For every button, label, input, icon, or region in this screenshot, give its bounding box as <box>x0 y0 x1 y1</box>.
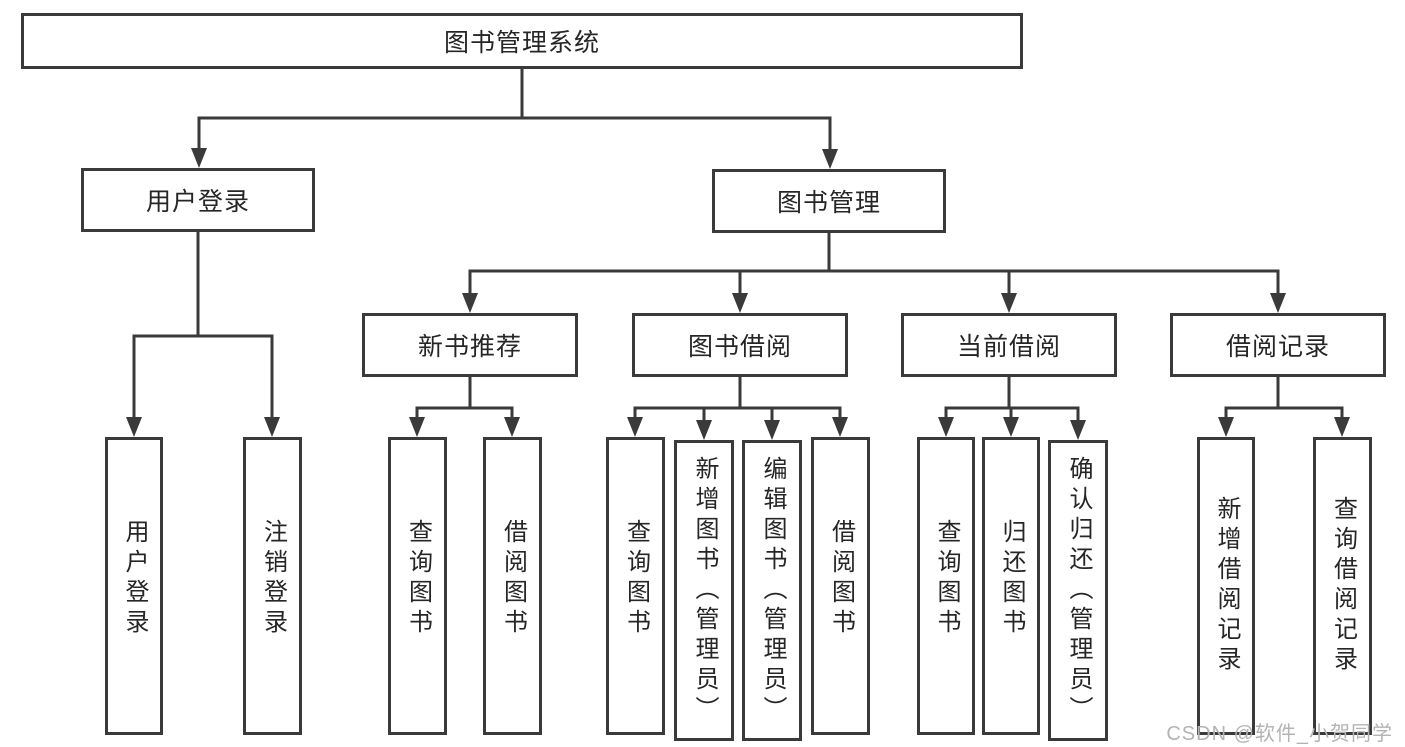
node-leaf-user-login: 用户登录 <box>105 437 163 735</box>
node-query-books-current: 查询图书 <box>917 437 975 735</box>
node-label: 编辑图书（管理员） <box>759 455 786 726</box>
node-label: 用户登录 <box>121 519 148 639</box>
node-label: 借阅记录 <box>1225 333 1330 361</box>
node-label: 图书借阅 <box>687 333 792 361</box>
node-query-books-recommend: 查询图书 <box>388 437 447 735</box>
node-current-borrow: 当前借阅 <box>901 313 1117 377</box>
node-return-books: 归还图书 <box>982 437 1040 735</box>
csdn-watermark: CSDN @软件_小贺同学 <box>1166 723 1393 745</box>
node-leaf-logout: 注销登录 <box>243 437 302 735</box>
node-label: 图书管理系统 <box>443 29 600 57</box>
node-label: 归还图书 <box>998 519 1025 639</box>
node-label: 借阅图书 <box>827 519 855 639</box>
node-new-book-recommend: 新书推荐 <box>362 313 578 377</box>
node-query-books-borrow: 查询图书 <box>606 437 665 735</box>
node-borrow-books-recommend: 借阅图书 <box>483 437 542 735</box>
node-label: 查询图书 <box>933 519 960 639</box>
node-label: 当前借阅 <box>956 333 1061 361</box>
node-add-borrow-record: 新增借阅记录 <box>1197 437 1255 735</box>
node-label: 查询图书 <box>404 519 432 639</box>
node-book-management: 图书管理 <box>712 169 946 233</box>
node-edit-books-admin: 编辑图书（管理员） <box>742 440 802 741</box>
node-label: 查询借阅记录 <box>1329 496 1357 676</box>
node-label: 新增借阅记录 <box>1213 496 1240 676</box>
node-label: 确认归还（管理员） <box>1065 455 1092 726</box>
node-borrow-records: 借阅记录 <box>1170 313 1386 377</box>
node-book-borrow: 图书借阅 <box>632 313 848 377</box>
node-borrow-books-borrow: 借阅图书 <box>811 437 870 735</box>
node-label: 注销登录 <box>259 519 287 639</box>
node-label: 新增图书（管理员） <box>691 455 718 726</box>
node-user-login: 用户登录 <box>81 168 315 232</box>
node-label: 查询图书 <box>622 519 650 639</box>
node-label: 新书推荐 <box>417 333 522 361</box>
node-library-management-system: 图书管理系统 <box>21 13 1023 69</box>
node-label: 用户登录 <box>145 188 250 216</box>
node-confirm-return-admin: 确认归还（管理员） <box>1048 440 1108 741</box>
node-add-books-admin: 新增图书（管理员） <box>674 440 734 741</box>
node-query-borrow-record: 查询借阅记录 <box>1313 437 1372 735</box>
node-label: 借阅图书 <box>499 519 527 639</box>
node-label: 图书管理 <box>776 189 881 217</box>
